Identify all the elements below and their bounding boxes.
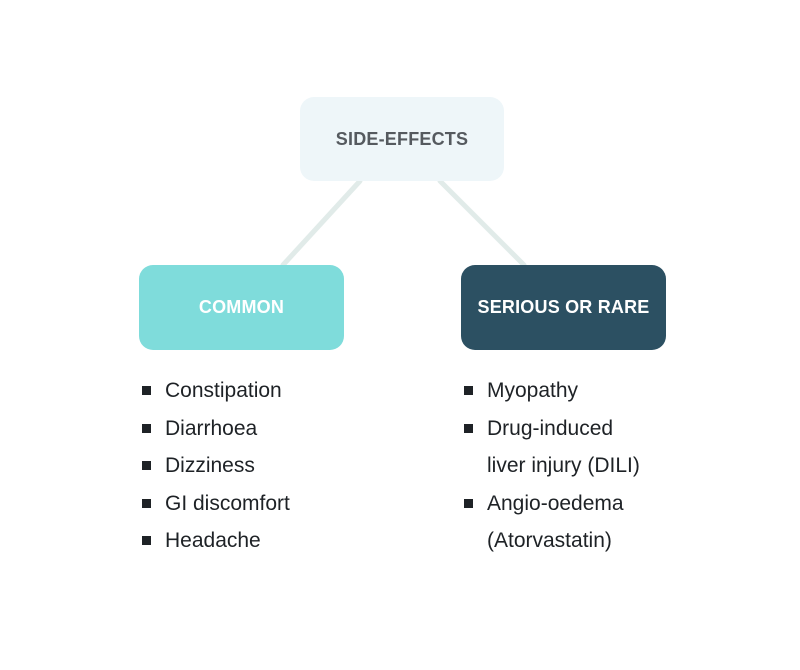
common-node-label: COMMON <box>198 297 285 317</box>
root-node-side-effects: SIDE-EFFECTS <box>300 97 504 181</box>
list-item-text: Diarrhoea <box>165 416 258 440</box>
list-item: Angio-oedema <box>464 485 764 523</box>
serious-side-effects-list: Myopathy Drug-induced liver injury (DILI… <box>464 372 764 560</box>
square-bullet-icon <box>142 461 151 470</box>
square-bullet-icon <box>142 536 151 545</box>
list-item: Constipation <box>142 372 382 410</box>
root-node-label: SIDE-EFFECTS <box>335 128 469 149</box>
list-item-text: Angio-oedema <box>487 491 624 515</box>
connector-root-serious <box>437 178 527 268</box>
square-bullet-icon <box>464 423 473 433</box>
list-item: GI discomfort <box>142 485 382 523</box>
list-item: Dizziness <box>142 447 382 485</box>
square-bullet-icon <box>142 498 151 508</box>
list-item-text: Dizziness <box>165 454 255 477</box>
list-item: Drug-induced <box>464 410 764 448</box>
list-item-text: Myopathy <box>487 379 579 402</box>
category-node-common: COMMON <box>139 265 344 350</box>
list-item-continuation: liver injury (DILI) <box>464 447 764 485</box>
list-item-text: Constipation <box>165 379 282 402</box>
list-item-text: liver injury (DILI) <box>487 454 640 477</box>
common-side-effects-list: Constipation Diarrhoea Dizziness GI disc… <box>142 372 382 560</box>
list-item-text: Drug-induced <box>487 416 614 440</box>
square-bullet-icon <box>464 386 473 395</box>
list-item-text: (Atorvastatin) <box>487 529 612 552</box>
square-bullet-icon <box>142 386 151 395</box>
list-item: Diarrhoea <box>142 410 382 448</box>
list-item: Headache <box>142 522 382 560</box>
list-item-text: GI discomfort <box>165 491 290 515</box>
square-bullet-icon <box>464 498 473 508</box>
serious-node-label: SERIOUS OR RARE <box>477 297 650 317</box>
connector-root-common <box>280 178 363 268</box>
list-item-text: Headache <box>165 529 261 552</box>
square-bullet-icon <box>142 423 151 433</box>
list-item: Myopathy <box>464 372 764 410</box>
category-node-serious-or-rare: SERIOUS OR RARE <box>461 265 666 350</box>
list-item-continuation: (Atorvastatin) <box>464 522 764 560</box>
